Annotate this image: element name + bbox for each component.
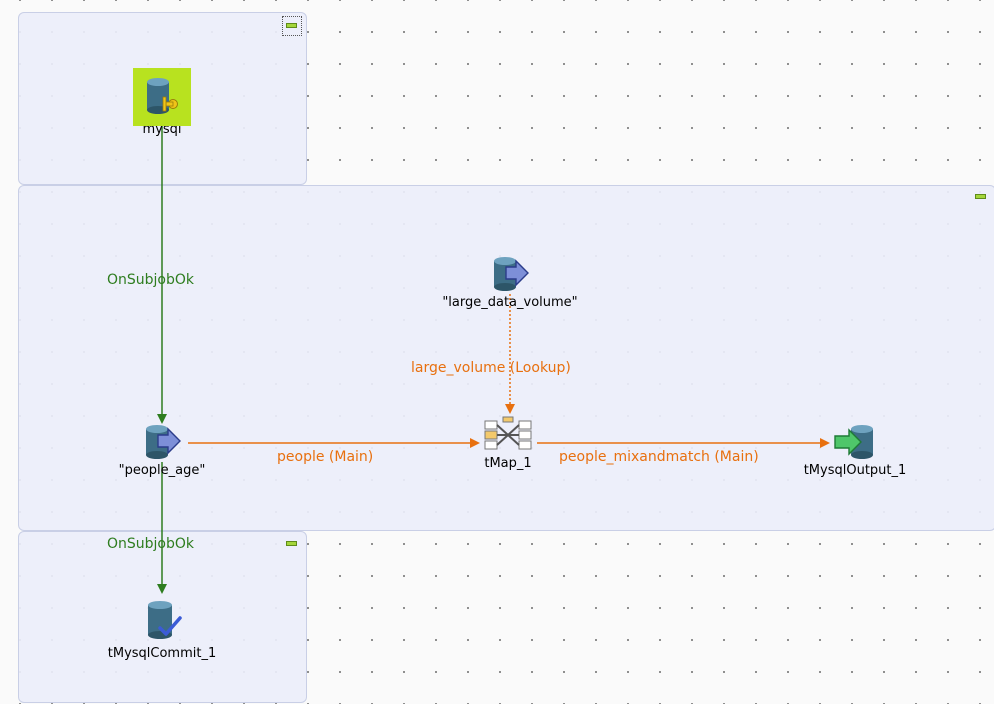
db-input-icon	[490, 254, 530, 294]
component-mysql-commit[interactable]: tMysqlCommit_1	[87, 598, 237, 661]
component-label: "people_age"	[118, 463, 206, 478]
onsubjobok-label-2[interactable]: OnSubjobOk	[107, 536, 195, 552]
component-large-data-volume[interactable]: "large_data_volume"	[435, 254, 585, 310]
minus-icon	[286, 23, 297, 28]
people-main-label[interactable]: people (Main)	[277, 449, 374, 465]
mixandmatch-label[interactable]: people_mixandmatch (Main)	[559, 449, 759, 465]
subjob-main[interactable]	[18, 185, 994, 531]
component-mysql-output[interactable]: tMysqlOutput_1	[780, 422, 930, 478]
collapse-button-subjob-mysql[interactable]	[282, 16, 302, 36]
collapse-button-subjob-commit[interactable]	[286, 541, 297, 546]
db-input-icon	[142, 422, 182, 462]
onsubjobok-label-1[interactable]: OnSubjobOk	[107, 272, 195, 288]
lookup-label[interactable]: large_volume (Lookup)	[411, 360, 571, 376]
mysql-connection-icon	[133, 68, 191, 126]
component-label: tMysqlOutput_1	[803, 463, 907, 478]
component-people-age[interactable]: "people_age"	[87, 422, 237, 478]
component-mysql[interactable]: mysql	[87, 68, 237, 137]
db-commit-icon	[142, 598, 182, 639]
component-label: tMysqlCommit_1	[107, 646, 217, 661]
component-label: "large_data_volume"	[442, 295, 578, 310]
component-label: tMap_1	[484, 456, 532, 471]
db-output-icon	[831, 422, 879, 462]
component-tmap[interactable]: tMap_1	[433, 415, 583, 471]
tmap-icon	[481, 415, 535, 455]
collapse-button-subjob-main[interactable]	[975, 194, 986, 199]
